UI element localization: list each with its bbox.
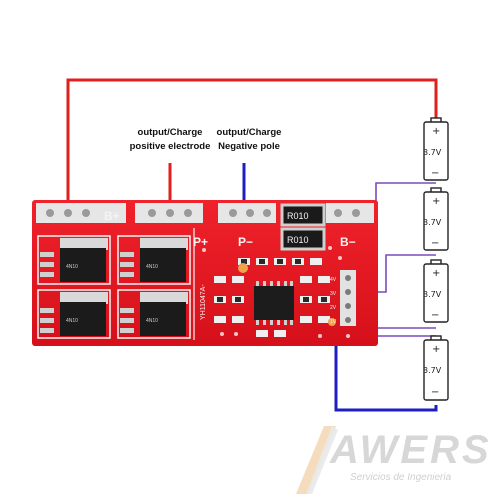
balance-mark-4v: 4V (330, 277, 337, 283)
positive-wire (66, 78, 438, 210)
cell-1-plus: + (432, 126, 440, 137)
negative-output-label-line2: Negative pole (218, 141, 280, 152)
watermark-brand: AWERS (330, 428, 492, 472)
watermark-subtitle: Servicios de Ingenieria (350, 472, 452, 483)
pad-strip-b-minus (326, 203, 374, 223)
watermark: AWERS S.A. Servicios de Ingenieria (330, 428, 500, 488)
protection-ic (254, 286, 294, 320)
board-id: YH11047A- (200, 284, 207, 320)
cell-4-minus: − (431, 387, 439, 398)
positive-output-label-line1: output/Charge (137, 127, 203, 138)
battery-cell-3: + 3.7V − (423, 259, 449, 323)
pad-label-p-minus: P− (238, 235, 253, 249)
cell-4-plus: + (432, 344, 440, 355)
positive-output-label: output/Charge positive electrode (120, 126, 220, 154)
negative-output-label-line1: output/Charge (216, 127, 282, 138)
pad-strip-b-plus (36, 203, 126, 223)
balance-mark-3v: 3V (330, 291, 337, 297)
balance-mark-1v: 1V (330, 319, 337, 325)
pad-label-p-plus: P+ (193, 235, 208, 249)
resistor-code-bottom: R010 (287, 235, 309, 245)
cell-1-minus: − (431, 168, 439, 179)
watermark-suffix: S.A. (472, 436, 484, 442)
cell-4-voltage: 3.7V (423, 366, 442, 375)
cell-3-minus: − (431, 310, 439, 321)
shunt-resistor-top (280, 203, 326, 227)
balance-connector (340, 270, 356, 326)
battery-cell-4: + 3.7V − (423, 335, 449, 401)
negative-output-label: output/Charge Negative pole (206, 126, 292, 154)
pad-label-b-minus: B− (340, 235, 356, 249)
cell-2-minus: − (431, 238, 439, 249)
cell-2-plus: + (432, 196, 440, 207)
balance-mark-2v: 2V (330, 305, 337, 311)
mosfet-mark-2: 4N10 (146, 264, 158, 270)
pad-label-b-plus: B+ (104, 209, 120, 223)
pad-holes (46, 209, 360, 217)
board-logo-dot (238, 263, 248, 273)
cell-3-voltage: 3.7V (423, 290, 442, 299)
battery-cell-2: + 3.7V − (423, 187, 449, 251)
mosfet-mark-4: 4N10 (146, 318, 158, 324)
cell-3-plus: + (432, 268, 440, 279)
battery-cell-1: + 3.7V − (423, 117, 449, 181)
cell-2-voltage: 3.7V (423, 218, 442, 227)
mosfet-mark-1: 4N10 (66, 264, 78, 270)
cell-1-voltage: 3.7V (423, 148, 442, 157)
shunt-resistor-bottom (280, 227, 326, 251)
positive-output-label-line2: positive electrode (129, 141, 211, 152)
resistor-code-top: R010 (287, 211, 309, 221)
board-logo-dot-2 (328, 318, 336, 326)
watermark-logo-icon (296, 426, 338, 494)
mosfet-mark-3: 4N10 (66, 318, 78, 324)
mosfets (60, 248, 186, 336)
